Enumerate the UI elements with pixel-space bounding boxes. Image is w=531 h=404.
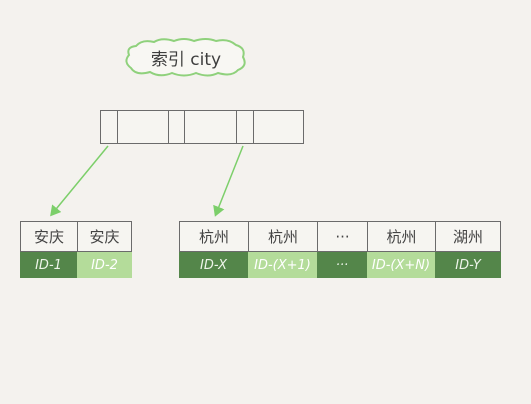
leaf-entry: 杭州 ID-(X+N) [367, 221, 435, 278]
root-cell [185, 111, 237, 143]
arrow-to-right-leaf [213, 145, 244, 217]
leaf-node-left: 安庆 ID-1 安庆 ID-2 [20, 221, 132, 278]
root-cell [118, 111, 169, 143]
leaf-entry: ··· ··· [317, 221, 367, 278]
leaf-entry: 安庆 ID-1 [20, 221, 77, 278]
city-key: 杭州 [367, 221, 435, 252]
row-id: ID-(X+1) [248, 252, 317, 278]
city-key: ··· [317, 221, 367, 252]
city-key: 湖州 [435, 221, 501, 252]
row-id: ID-Y [435, 252, 501, 278]
root-cell [169, 111, 185, 143]
root-cell [101, 111, 118, 143]
leaf-entry: 杭州 ID-(X+1) [248, 221, 317, 278]
row-id: ··· [317, 252, 367, 278]
root-cell [237, 111, 254, 143]
city-key: 安庆 [77, 221, 132, 252]
index-title-cloud: 索引 city [122, 36, 250, 78]
leaf-entry: 杭州 ID-X [179, 221, 248, 278]
row-id: ID-X [179, 252, 248, 278]
row-id: ID-2 [77, 252, 132, 278]
leaf-entry: 湖州 ID-Y [435, 221, 501, 278]
btree-root-node [100, 110, 304, 144]
row-id: ID-1 [20, 252, 77, 278]
arrow-to-left-leaf [50, 145, 109, 217]
index-title: 索引 city [150, 49, 222, 70]
city-key: 安庆 [20, 221, 77, 252]
city-key: 杭州 [248, 221, 317, 252]
leaf-node-right: 杭州 ID-X 杭州 ID-(X+1) ··· ··· 杭州 ID-(X+N) … [179, 221, 501, 278]
city-key: 杭州 [179, 221, 248, 252]
cloud-shape [125, 38, 246, 77]
leaf-entry: 安庆 ID-2 [77, 221, 132, 278]
row-id: ID-(X+N) [367, 252, 435, 278]
